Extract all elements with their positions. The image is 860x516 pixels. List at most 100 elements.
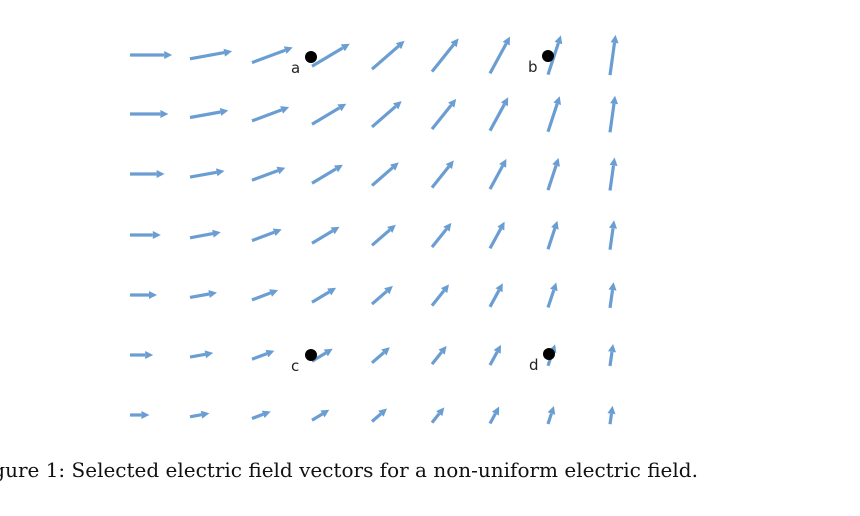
vector-arrowhead bbox=[448, 98, 457, 108]
vector-shaft bbox=[189, 292, 210, 299]
field-vector bbox=[251, 349, 275, 361]
vector-shaft bbox=[488, 227, 503, 250]
vector-arrowhead bbox=[387, 224, 396, 233]
field-vector bbox=[370, 101, 402, 129]
vector-arrowhead bbox=[493, 344, 501, 354]
vector-arrowhead bbox=[272, 228, 282, 236]
field-vector bbox=[430, 345, 447, 366]
vector-arrowhead bbox=[381, 347, 390, 356]
vector-arrowhead bbox=[438, 345, 447, 355]
vector-shaft bbox=[430, 228, 448, 249]
vector-shaft bbox=[311, 106, 341, 126]
vector-arrowhead bbox=[497, 221, 505, 231]
vector-shaft bbox=[546, 289, 556, 309]
vector-shaft bbox=[488, 103, 506, 132]
field-vector bbox=[608, 344, 616, 367]
vector-shaft bbox=[608, 165, 616, 191]
vector-arrowhead bbox=[141, 411, 150, 419]
vector-arrowhead bbox=[340, 43, 350, 52]
field-vector bbox=[430, 407, 445, 424]
field-vector bbox=[189, 410, 210, 419]
vector-arrowhead bbox=[261, 410, 271, 418]
field-vector bbox=[189, 229, 221, 240]
field-vector bbox=[370, 347, 390, 365]
vector-arrowhead bbox=[378, 408, 387, 417]
vector-arrowhead bbox=[323, 348, 333, 357]
field-vector bbox=[608, 34, 619, 76]
vector-arrowhead bbox=[445, 160, 454, 170]
field-vector bbox=[488, 221, 505, 250]
vector-shaft bbox=[370, 44, 400, 71]
vector-shaft bbox=[608, 103, 616, 133]
vector-shaft bbox=[608, 351, 614, 367]
field-vector bbox=[130, 231, 161, 239]
vector-arrowhead bbox=[149, 291, 157, 299]
field-vector bbox=[130, 291, 157, 299]
vector-shaft bbox=[488, 351, 499, 366]
vector-arrowhead bbox=[495, 283, 503, 293]
vector-arrowhead bbox=[443, 222, 452, 232]
field-vector bbox=[488, 158, 507, 190]
vector-shaft bbox=[488, 289, 501, 308]
vector-shaft bbox=[370, 351, 385, 365]
field-vector bbox=[251, 46, 293, 65]
field-vector bbox=[607, 405, 616, 425]
vector-shaft bbox=[488, 42, 508, 75]
field-vector bbox=[311, 164, 343, 185]
vector-shaft bbox=[189, 232, 214, 240]
field-vector bbox=[130, 110, 169, 118]
vector-shaft bbox=[251, 48, 286, 65]
point-label: a bbox=[291, 59, 300, 77]
vector-shaft bbox=[370, 412, 383, 423]
field-vector bbox=[370, 162, 399, 187]
field-vector bbox=[311, 103, 347, 126]
vector-shaft bbox=[189, 352, 206, 359]
field-vector bbox=[488, 36, 510, 75]
vector-arrowhead bbox=[283, 46, 293, 54]
field-vector bbox=[189, 290, 217, 299]
vector-arrowhead bbox=[384, 285, 393, 295]
vector-arrowhead bbox=[608, 282, 617, 291]
field-vector bbox=[488, 283, 503, 308]
field-vector bbox=[546, 406, 556, 425]
field-vector bbox=[130, 411, 150, 419]
field-vector bbox=[130, 351, 154, 359]
vector-shaft bbox=[251, 352, 268, 361]
vector-shaft bbox=[546, 164, 558, 191]
vector-arrowhead bbox=[610, 95, 618, 105]
vector-shaft bbox=[189, 51, 225, 61]
vector-arrowhead bbox=[152, 231, 161, 239]
vector-shaft bbox=[251, 108, 283, 123]
point-c: c bbox=[291, 349, 317, 375]
vector-arrowhead bbox=[223, 48, 233, 57]
vector-shaft bbox=[430, 165, 451, 189]
vector-arrowhead bbox=[156, 170, 165, 178]
vector-arrowhead bbox=[269, 289, 279, 297]
vector-arrowhead bbox=[200, 410, 210, 419]
vector-shaft bbox=[546, 227, 557, 250]
vector-shaft bbox=[430, 351, 443, 366]
vector-shaft bbox=[251, 169, 279, 182]
vector-arrowhead bbox=[320, 409, 330, 418]
vector-arrowhead bbox=[327, 287, 337, 296]
field-vector bbox=[251, 106, 290, 123]
vector-arrowhead bbox=[500, 97, 509, 107]
field-vector bbox=[546, 220, 559, 250]
field-vector bbox=[189, 168, 225, 179]
vector-arrowhead bbox=[337, 103, 347, 112]
vector-arrowhead bbox=[160, 110, 169, 118]
field-vector bbox=[189, 108, 229, 120]
field-vector bbox=[370, 224, 396, 247]
vector-arrowhead bbox=[216, 168, 225, 177]
field-vector bbox=[370, 40, 405, 71]
vector-arrowhead bbox=[265, 349, 275, 358]
vector-arrowhead bbox=[436, 407, 445, 417]
vector-arrowhead bbox=[208, 290, 217, 298]
vector-shaft bbox=[370, 289, 388, 306]
field-vector bbox=[311, 287, 337, 304]
vector-arrowhead bbox=[395, 40, 405, 50]
field-vector bbox=[251, 166, 286, 182]
vector-shaft bbox=[251, 412, 264, 420]
